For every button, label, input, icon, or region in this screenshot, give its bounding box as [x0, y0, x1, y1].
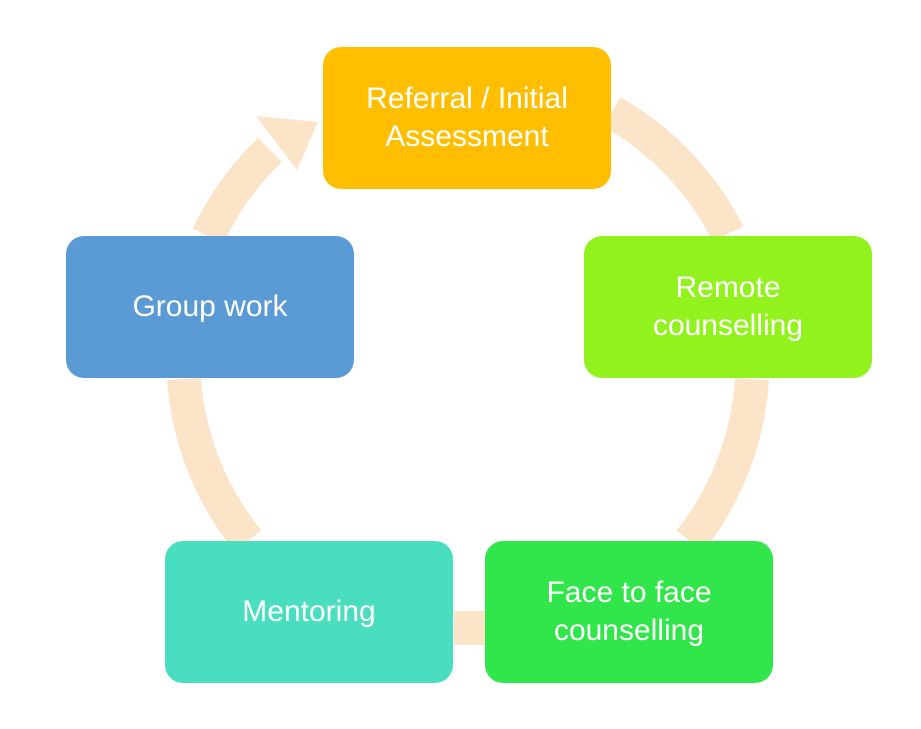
cycle-node-remote-counselling-label: Remote counselling	[652, 271, 804, 342]
cycle-node-mentoring: Mentoring	[165, 541, 453, 683]
connector-arc-referral-remote	[603, 97, 744, 242]
connector-arc-mentoring-group	[167, 377, 262, 552]
cycle-node-face-to-face-counselling-label: Face to face counselling	[546, 576, 712, 647]
cycle-node-group-work-label: Group work	[132, 290, 288, 323]
cycle-node-remote-counselling: Remote counselling	[584, 236, 872, 378]
connector-arc-remote-face	[676, 377, 769, 552]
connector-arc-group-referral	[192, 137, 282, 244]
cycle-node-referral-label: Referral / Initial Assessment	[366, 82, 568, 153]
connector-arrowhead	[256, 116, 318, 170]
cycle-node-face-to-face-counselling: Face to face counselling	[485, 541, 773, 683]
cycle-node-mentoring-label: Mentoring	[242, 595, 376, 628]
cycle-node-referral: Referral / Initial Assessment	[323, 47, 611, 189]
cycle-node-group-work: Group work	[66, 236, 354, 378]
